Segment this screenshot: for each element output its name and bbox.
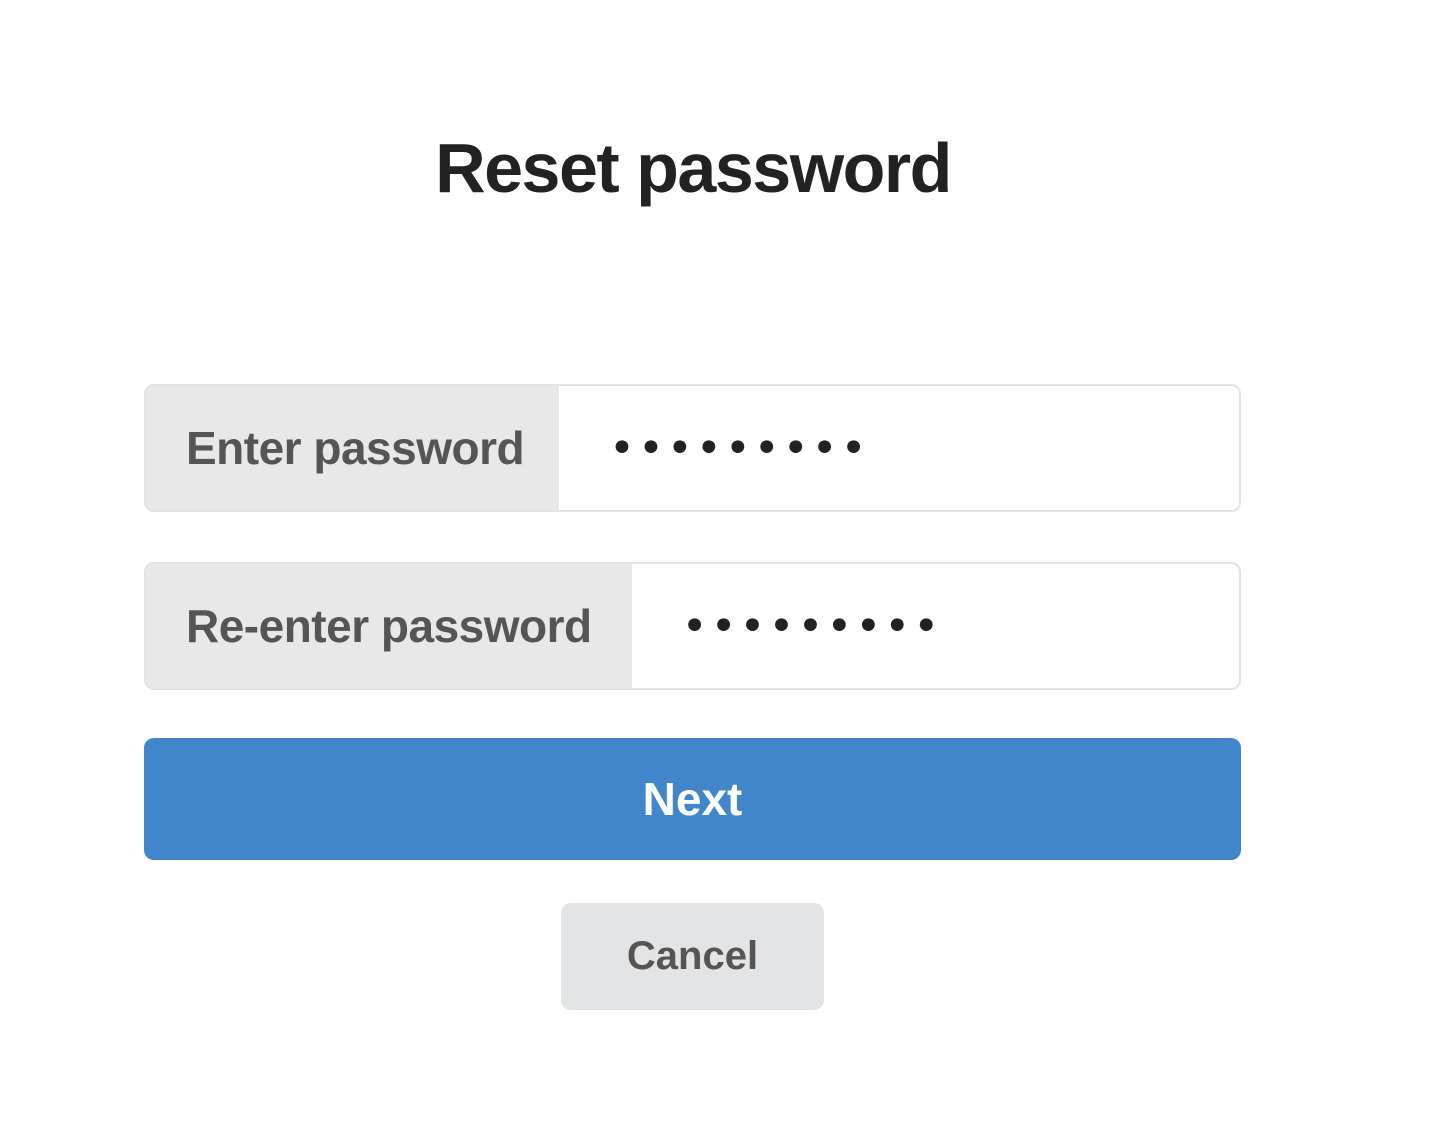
page-title: Reset password (435, 129, 952, 207)
password-label: Enter password (146, 386, 559, 510)
confirm-password-label: Re-enter password (146, 564, 632, 688)
confirm-password-input[interactable] (631, 564, 1239, 688)
next-button[interactable]: Next (144, 738, 1241, 860)
cancel-button[interactable]: Cancel (561, 903, 824, 1010)
password-input[interactable] (559, 386, 1239, 510)
password-input-group: Enter password (144, 384, 1241, 512)
confirm-password-input-group: Re-enter password (144, 562, 1241, 690)
